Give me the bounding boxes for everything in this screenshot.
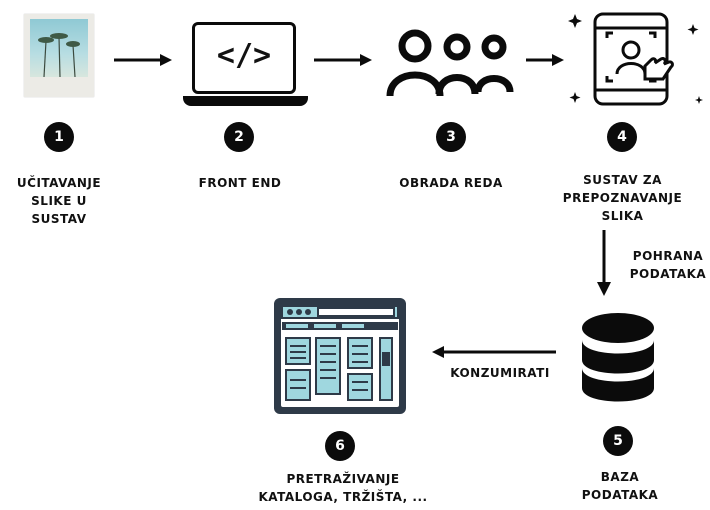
code-glyph: </>	[216, 38, 272, 73]
arrow-left	[432, 346, 556, 358]
face-recognition-phone-icon	[568, 12, 703, 106]
database-icon	[582, 313, 654, 402]
arrow-right	[526, 54, 564, 66]
step-badge-4: 4	[607, 122, 637, 152]
step-badge-1: 1	[44, 122, 74, 152]
storage-edge-label: POHRANA PODATAKA	[629, 249, 707, 281]
step-badge-2: 2	[224, 122, 254, 152]
people-queue-icon	[386, 29, 514, 97]
arrow-down	[597, 230, 611, 296]
step-label-5: BAZA PODATAKA	[581, 470, 659, 502]
step-label-1: UČITAVANJE SLIKE U SUSTAV	[16, 176, 102, 226]
arrow-right	[114, 54, 172, 66]
step-label-6: PRETRAŽIVANJE KATALOGA, TRŽIŠTA, ...	[258, 472, 428, 504]
step-badge-6: 6	[325, 431, 355, 461]
consume-edge-label: KONZUMIRATI	[450, 366, 550, 380]
step-badge-3: 3	[436, 122, 466, 152]
step-badge-5: 5	[603, 426, 633, 456]
step-label-2: FRONT END	[198, 176, 282, 190]
step-label-4: SUSTAV ZA PREPOZNAVANJE SLIKA	[562, 173, 683, 223]
laptop-code-icon: </>	[183, 22, 308, 108]
photo-icon	[24, 14, 94, 97]
arrow-right	[314, 54, 372, 66]
step-label-3: OBRADA REDA	[399, 176, 503, 190]
dashboard-icon	[274, 298, 406, 414]
